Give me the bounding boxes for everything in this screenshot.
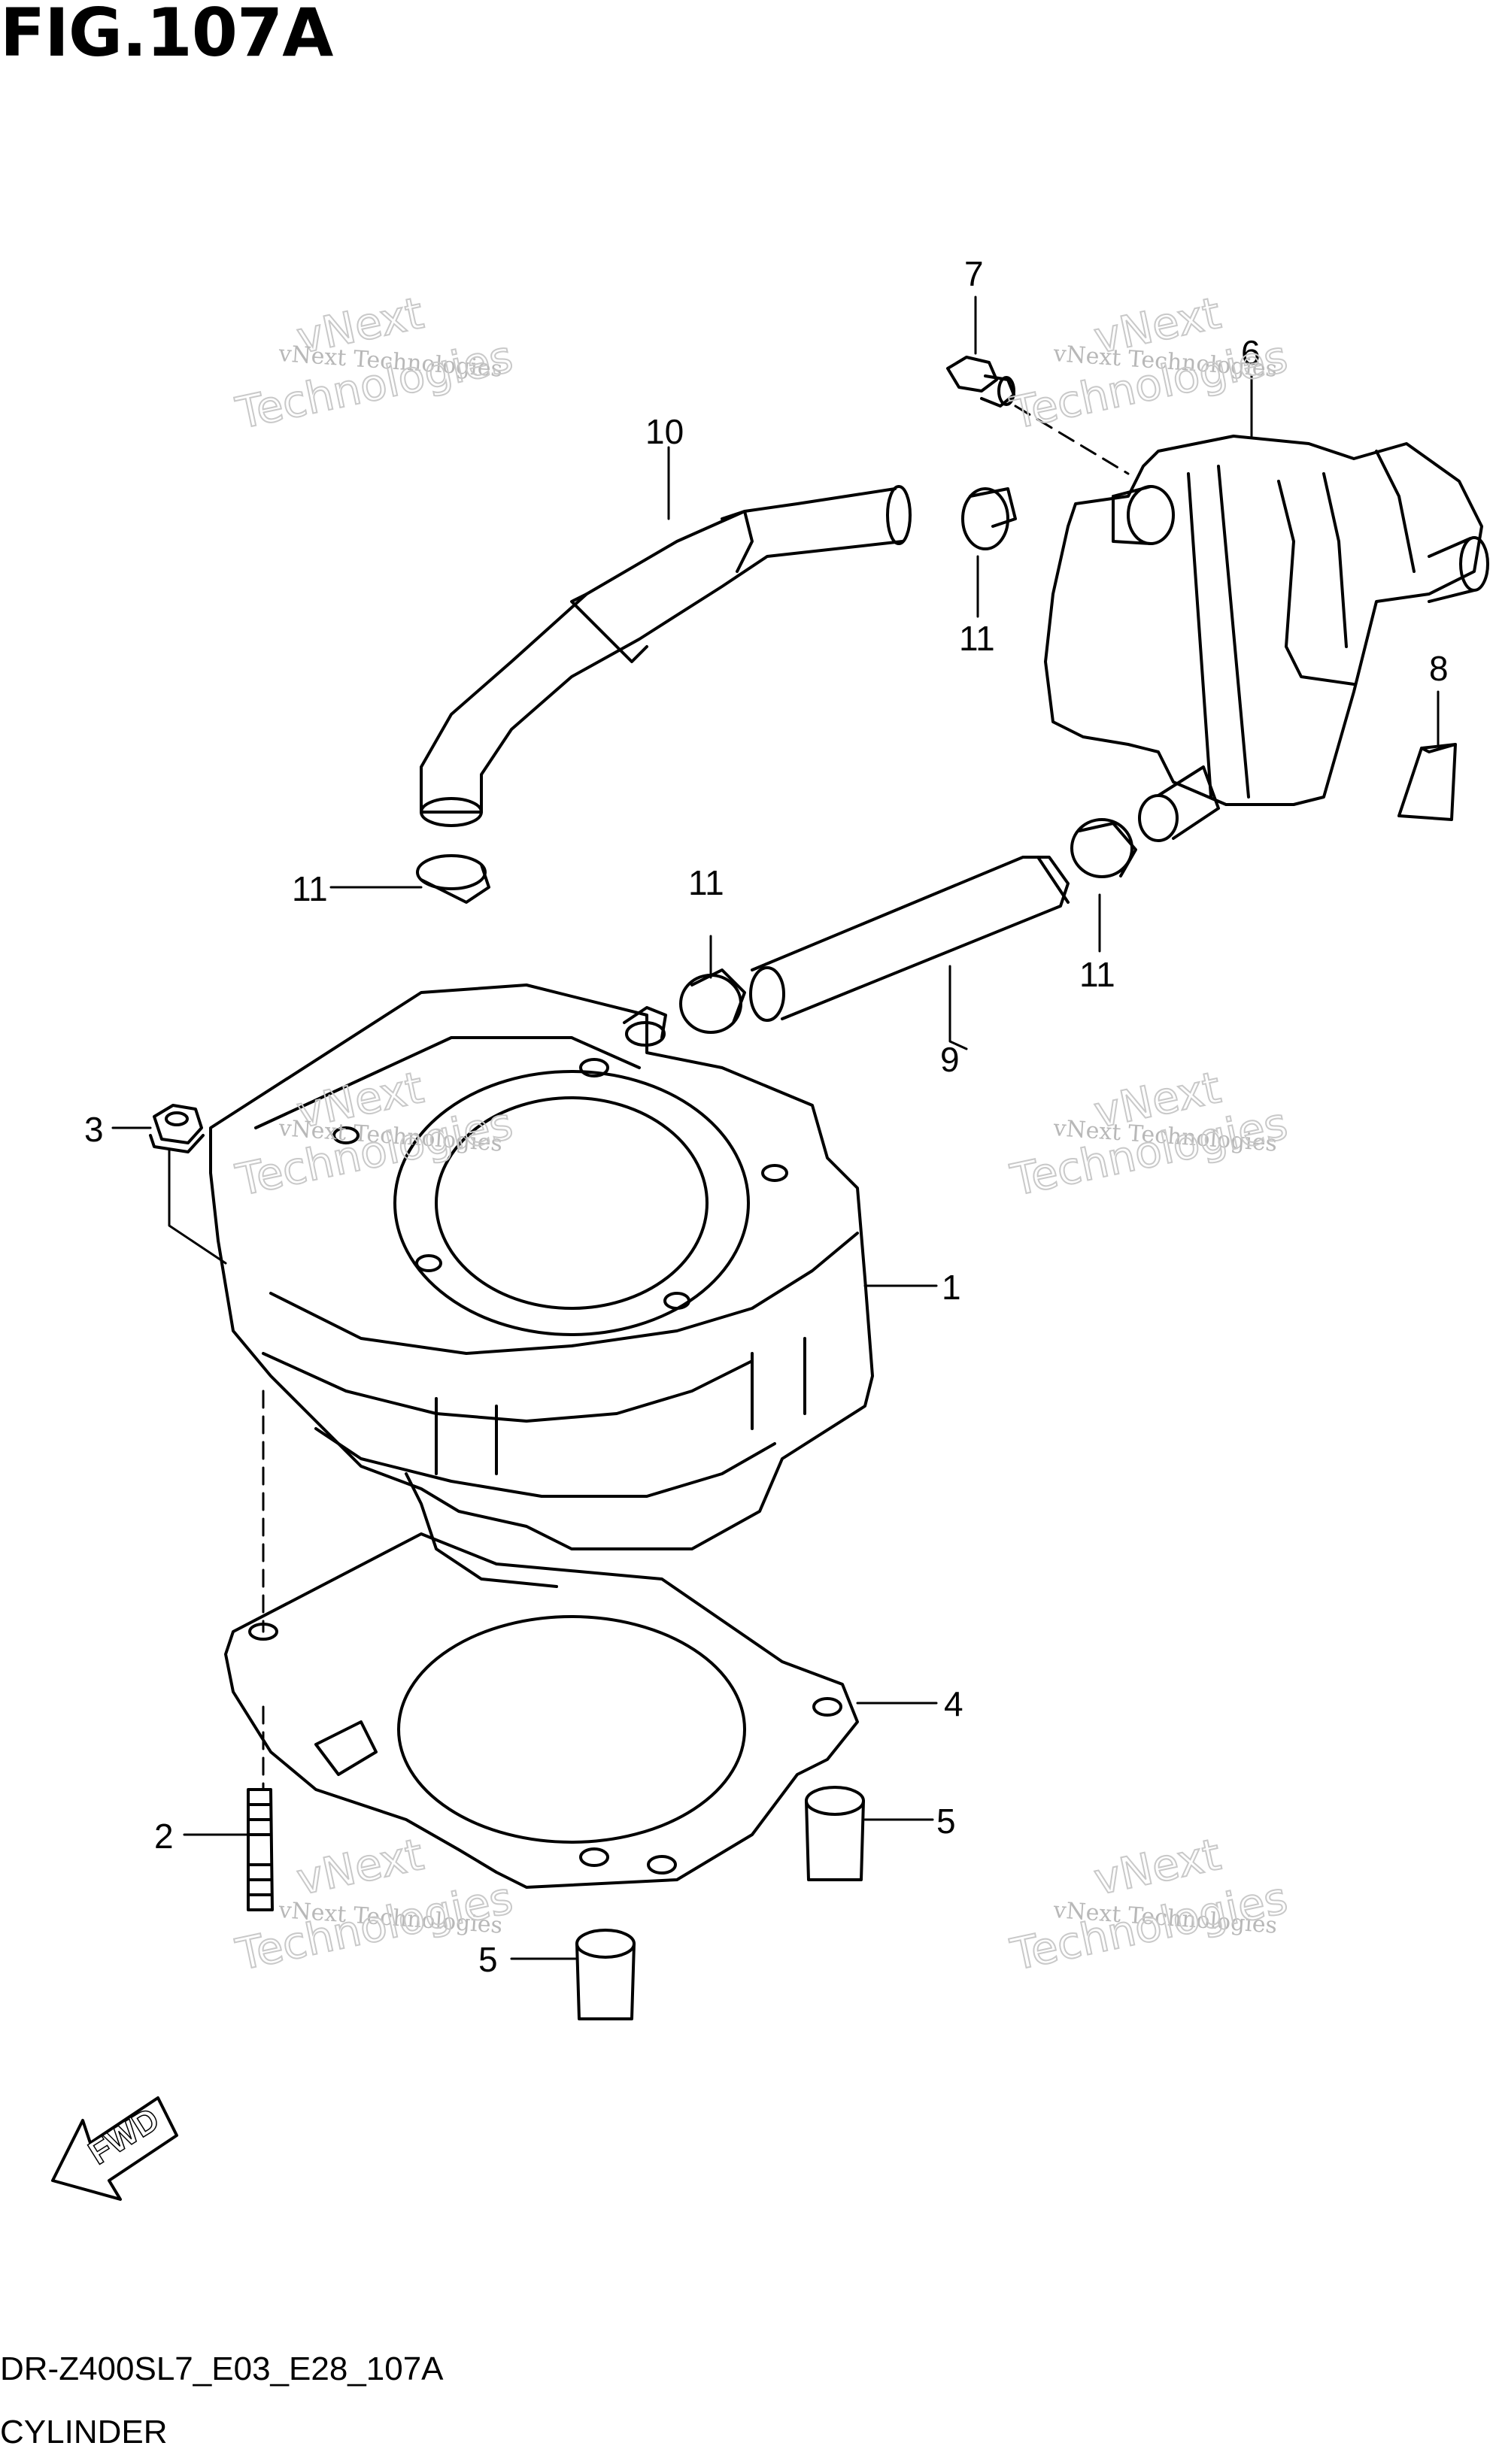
- callout-5a: 5: [936, 1802, 956, 1841]
- fwd-arrow-icon: [51, 2096, 178, 2201]
- callout-4: 4: [944, 1684, 963, 1723]
- section-name: CYLINDER: [0, 2414, 168, 2450]
- watermark-top-right: vNext vNext Technologies Technologies: [1006, 286, 1293, 440]
- callout-6: 6: [1241, 333, 1261, 372]
- callout-numbers: 1 2 3 4 5 5 6 7 8 9 10 11 11 11 11: [84, 254, 1449, 1979]
- base-gasket-part-4: [224, 1532, 859, 1889]
- pad-part-8: [1397, 743, 1457, 821]
- bolt-part-7: [946, 356, 1015, 408]
- watermark-mid-left: vNext vNext Technologies Technologies: [231, 1061, 518, 1207]
- figure-title: FIG.107A: [0, 0, 333, 71]
- callout-7: 7: [964, 254, 984, 293]
- callout-11b: 11: [292, 869, 328, 908]
- hose-clip-part-11: [416, 487, 1137, 1034]
- callout-8: 8: [1429, 649, 1449, 688]
- watermark-bottom-right: vNext vNext Technologies Technologies: [1006, 1828, 1293, 1981]
- stud-bolt-part-2: [247, 1788, 274, 1911]
- callout-11a: 11: [959, 619, 995, 658]
- callout-3: 3: [84, 1110, 104, 1149]
- nut-part-3: [149, 1104, 205, 1153]
- callout-9: 9: [940, 1040, 960, 1079]
- watermark-bottom-left: vNext vNext Technologies Technologies: [231, 1828, 518, 1981]
- callout-10: 10: [645, 412, 684, 451]
- model-code: DR-Z400SL7_E03_E28_107A: [0, 2350, 444, 2387]
- dowel-pin-part-5: [575, 1786, 865, 2020]
- watermark-top-left: vNext vNext Technologies Technologies: [231, 286, 518, 440]
- dashed-alignment-lines: [262, 405, 1130, 1791]
- cylinder-block-part-1: [209, 983, 874, 1588]
- leader-lines: [111, 295, 1440, 1960]
- callout-11c: 11: [688, 863, 724, 902]
- fwd-label: FWD: [82, 2101, 165, 2172]
- short-hose-part-9: [749, 856, 1070, 1022]
- callout-1: 1: [942, 1268, 961, 1307]
- watermark-mid-right: vNext vNext Technologies Technologies: [1006, 1061, 1293, 1207]
- callout-2: 2: [154, 1817, 174, 1856]
- coolant-hose-part-10: [420, 485, 912, 827]
- callout-11d: 11: [1079, 955, 1115, 994]
- callout-5b: 5: [478, 1940, 498, 1979]
- thermostat-housing-part-6: [1044, 435, 1489, 842]
